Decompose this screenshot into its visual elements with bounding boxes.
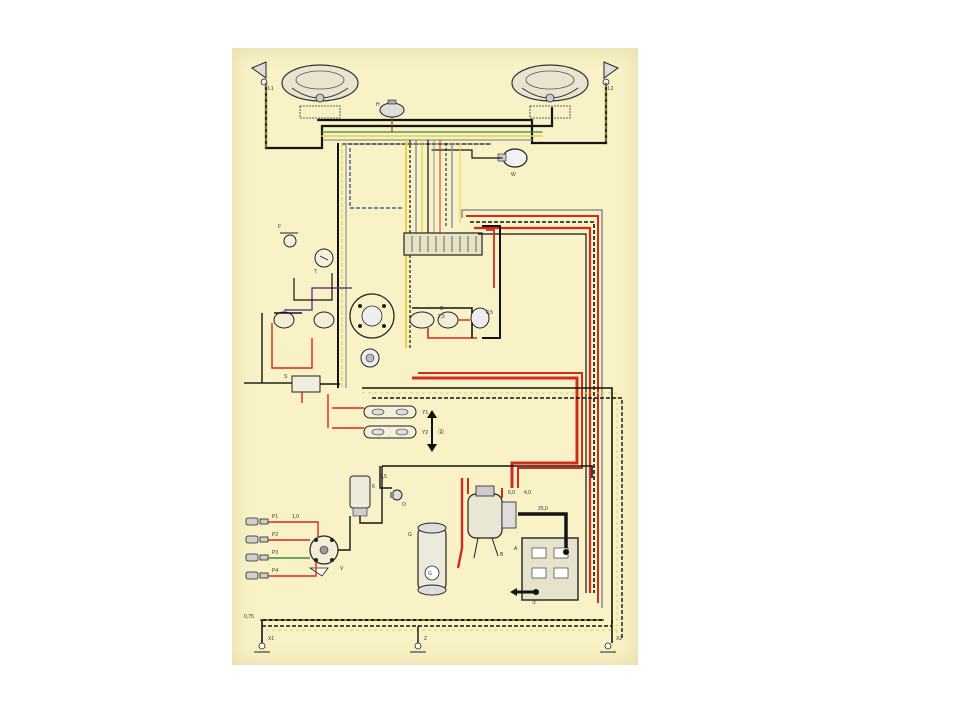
headlight-left — [281, 64, 359, 119]
wire-label-3: 2,5 — [438, 314, 445, 320]
label-tail-right: Y2 — [422, 430, 428, 436]
turn-lamp-left — [250, 61, 268, 86]
wire-label-1: 1,5 — [380, 474, 387, 480]
label-headlight-left: L1 — [268, 86, 274, 92]
license-lamp — [410, 642, 426, 653]
label-starter: B — [500, 552, 504, 558]
label-battery: A — [514, 546, 518, 552]
signal-relay — [470, 307, 490, 329]
svg-text:G: G — [428, 571, 432, 577]
label-signal-switch: S — [284, 374, 288, 380]
label-plug-1: P1 — [272, 514, 278, 520]
wire-label-8: 0,5 — [486, 310, 493, 316]
wire-label-2: 1,0 — [292, 514, 299, 520]
harness-vertical — [337, 140, 461, 388]
ignition-coil — [349, 475, 371, 517]
label-stop-left: X1 — [268, 636, 274, 642]
turn-lamp-right — [602, 61, 620, 86]
wire-label-4: 4,0 — [524, 490, 531, 496]
label-stop-right: X2 — [616, 636, 622, 642]
starter-motor — [467, 485, 517, 559]
fuse-box — [403, 232, 483, 256]
label-coil: K — [372, 484, 376, 490]
tail-lamp-right — [363, 425, 417, 439]
warning-lights-left — [261, 273, 352, 383]
label-wiper: W — [511, 172, 516, 178]
wire-label-7: 0,75 — [244, 614, 254, 620]
wiring-diagram-sheet: L1 L2 H W — [232, 48, 638, 665]
distributor — [308, 535, 339, 577]
headlight-right — [511, 64, 589, 119]
dimmer-switch — [409, 307, 473, 338]
harness-right-trunk — [362, 209, 623, 638]
ignition-switch — [360, 348, 380, 368]
fuel-gauge — [280, 232, 298, 248]
oil-pressure-switch — [390, 489, 403, 501]
label-generator: G — [408, 532, 412, 538]
turn-signal-switch — [244, 375, 340, 403]
tail-lamp-left — [363, 405, 417, 419]
label-headlight-right: L2 — [608, 86, 614, 92]
plug-leads — [268, 466, 383, 577]
label-plug-2: P2 — [272, 532, 278, 538]
label-horn: H — [376, 102, 380, 108]
label-dimmer: D — [440, 306, 444, 312]
speedo — [314, 248, 334, 268]
battery — [521, 537, 579, 601]
label-plug-4: P4 — [272, 568, 278, 574]
spark-plugs — [245, 517, 269, 580]
label-fuel-gauge: F — [278, 224, 281, 230]
stop-lamp-right — [600, 642, 616, 653]
label-oil-switch: O — [402, 502, 406, 508]
harness-bottom — [260, 619, 620, 643]
label-license: Z — [424, 636, 427, 642]
stop-lamp-left — [254, 642, 270, 653]
label-plug-3: P3 — [272, 550, 278, 556]
label-distributor: V — [340, 566, 344, 572]
label-speedo: T — [314, 269, 317, 275]
label-tail-left: Y1 — [422, 410, 428, 416]
wire-label-5: 6,0 — [508, 490, 515, 496]
double-arrow — [427, 410, 437, 452]
generator: G — [417, 522, 447, 596]
light-switch — [349, 293, 395, 339]
label-battery-ground: ① — [532, 600, 537, 606]
label-arrow-note: ① — [438, 428, 444, 436]
horn — [379, 99, 405, 118]
wire-label-6: 25,0 — [538, 506, 548, 512]
wiring-diagram: L1 L2 H W — [244, 61, 623, 653]
